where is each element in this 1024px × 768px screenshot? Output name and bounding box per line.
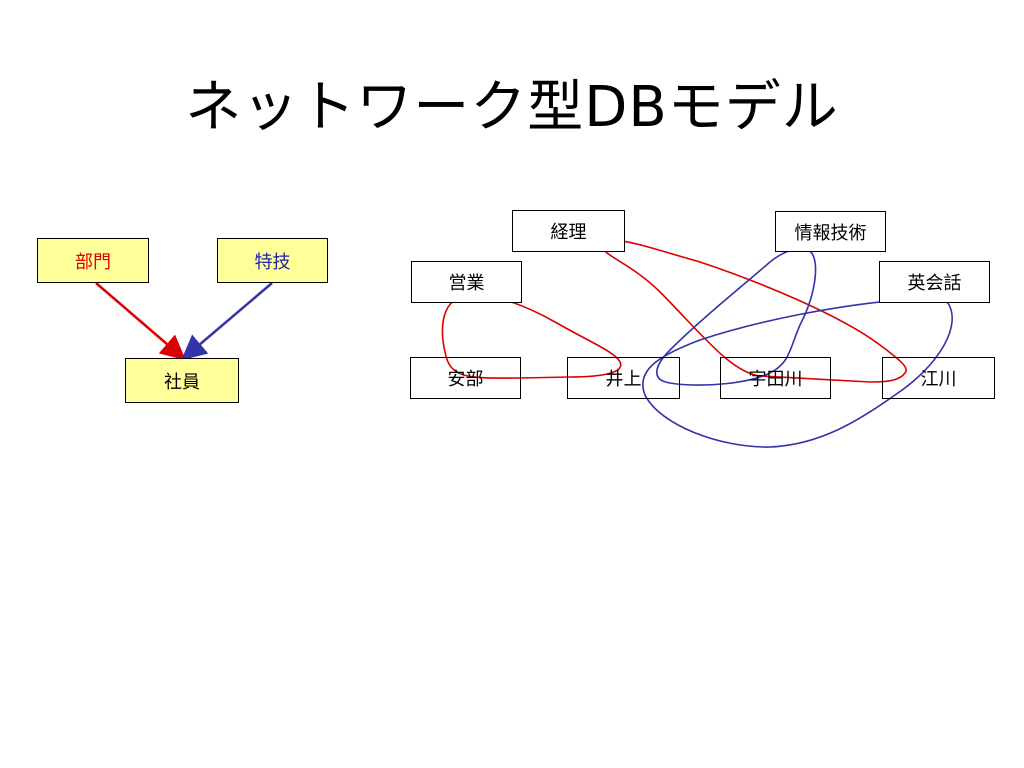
instance-emp-abe: 安部	[410, 357, 521, 399]
instance-emp-egawa-label: 江川	[920, 369, 957, 390]
slide-title: ネットワーク型DBモデル	[185, 75, 839, 140]
instance-emp-udagawa: 宇田川	[720, 357, 831, 399]
schema-arrow-dept-emp	[95, 282, 186, 361]
instance-skill-jouhou: 情報技術	[775, 211, 886, 252]
schema-node-dept: 部門	[37, 238, 149, 283]
link-keiri-loop	[599, 239, 907, 383]
instance-skill-eikaiwa: 英会話	[879, 261, 990, 303]
schema-arrow-skill-emp	[181, 282, 273, 361]
link-eigyo-loop	[441, 293, 622, 379]
instance-emp-abe-label: 安部	[447, 369, 484, 390]
instance-skill-jouhou-label: 情報技術	[794, 222, 867, 244]
instance-dept-eigyo-label: 営業	[448, 273, 485, 294]
instance-emp-egawa: 江川	[882, 357, 995, 399]
instance-dept-keiri-label: 経理	[550, 222, 587, 243]
schema-node-emp-label: 社員	[164, 371, 200, 393]
instance-emp-inoue-label: 井上	[605, 369, 642, 390]
instance-emp-udagawa-label: 宇田川	[748, 369, 803, 390]
instance-dept-keiri: 経理	[512, 210, 625, 252]
instance-emp-inoue: 井上	[567, 357, 680, 399]
schema-node-emp: 社員	[125, 358, 239, 403]
schema-node-dept-label: 部門	[75, 251, 111, 273]
schema-node-skill-label: 特技	[254, 251, 291, 273]
link-eikaiwa-loop	[642, 297, 953, 448]
link-jouhou-loop	[656, 247, 817, 386]
instance-skill-eikaiwa-label: 英会話	[907, 273, 962, 294]
instance-dept-eigyo: 営業	[411, 261, 522, 303]
schema-node-skill: 特技	[217, 238, 328, 283]
